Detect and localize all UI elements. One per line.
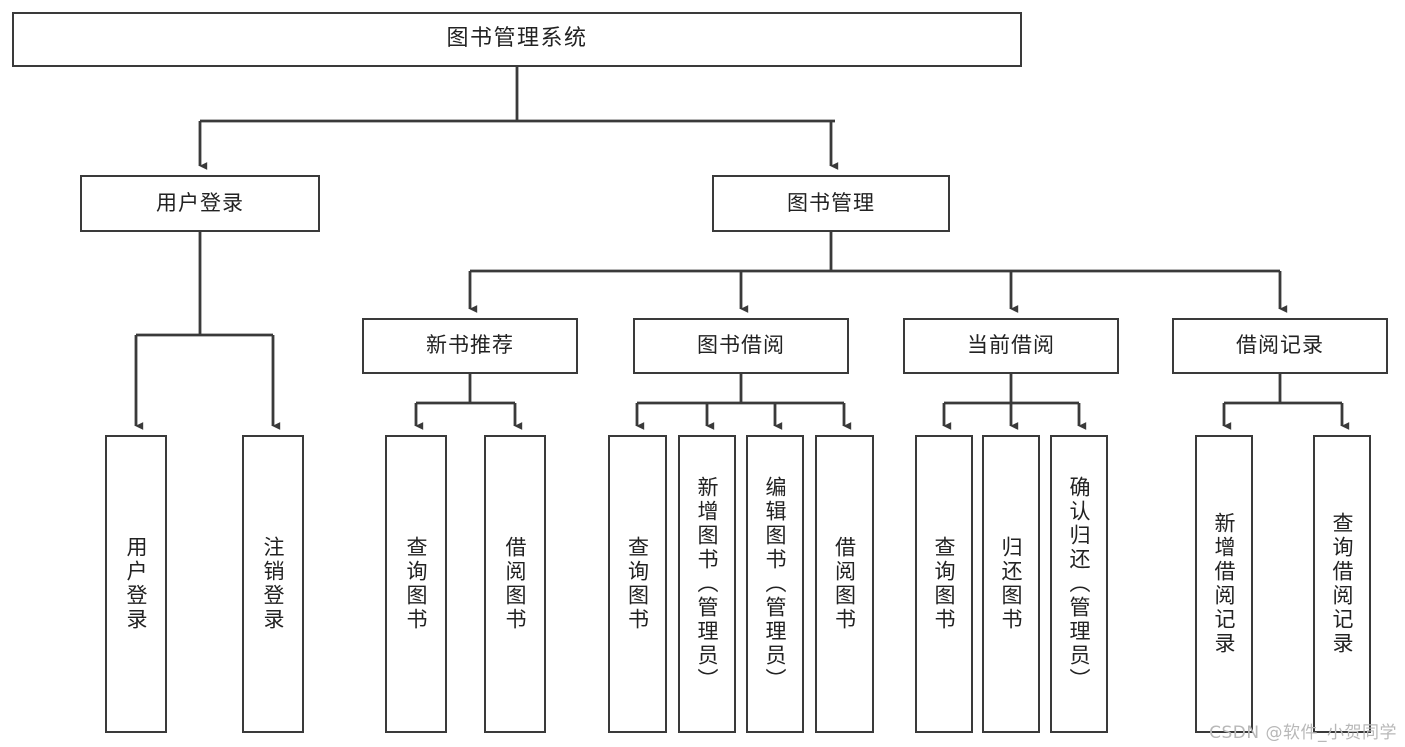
node-current-borrow[interactable]: 当前借阅 xyxy=(903,318,1119,374)
node-borrow-record[interactable]: 借阅记录 xyxy=(1172,318,1388,374)
node-book-manage[interactable]: 图书管理 xyxy=(712,175,950,232)
leaf-return-book[interactable]: 归还图书 xyxy=(982,435,1040,733)
node-root[interactable]: 图书管理系统 xyxy=(12,12,1022,67)
csdn-watermark: CSDN @软件_小贺同学 xyxy=(1209,723,1397,743)
leaf-query-book-recommend[interactable]: 查询图书 xyxy=(385,435,447,733)
leaf-confirm-return[interactable]: 确认归还（管理员） xyxy=(1050,435,1108,733)
node-user-login[interactable]: 用户登录 xyxy=(80,175,320,232)
leaf-query-book-current[interactable]: 查询图书 xyxy=(915,435,973,733)
leaf-query-borrow-record[interactable]: 查询借阅记录 xyxy=(1313,435,1371,733)
leaf-edit-book[interactable]: 编辑图书（管理员） xyxy=(746,435,804,733)
leaf-user-logout[interactable]: 注销登录 xyxy=(242,435,304,733)
leaf-borrow-book-recommend[interactable]: 借阅图书 xyxy=(484,435,546,733)
node-new-book-recommend[interactable]: 新书推荐 xyxy=(362,318,578,374)
leaf-borrow-book[interactable]: 借阅图书 xyxy=(815,435,874,733)
leaf-user-login[interactable]: 用户登录 xyxy=(105,435,167,733)
leaf-query-book-borrow[interactable]: 查询图书 xyxy=(608,435,667,733)
node-book-borrow[interactable]: 图书借阅 xyxy=(633,318,849,374)
leaf-add-book[interactable]: 新增图书（管理员） xyxy=(678,435,736,733)
leaf-add-borrow-record[interactable]: 新增借阅记录 xyxy=(1195,435,1253,733)
